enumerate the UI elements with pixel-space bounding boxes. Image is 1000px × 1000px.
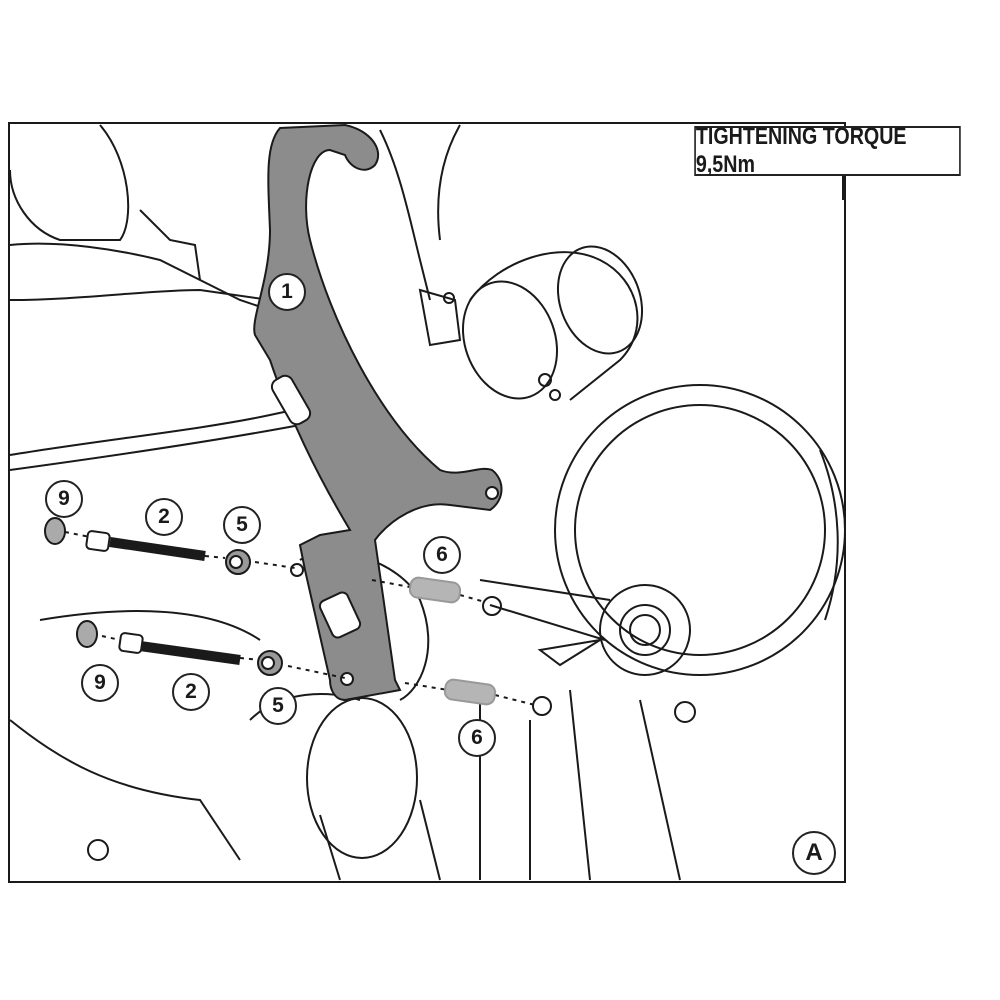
cap-9-top	[44, 517, 66, 545]
callout-part-9: 9	[45, 480, 83, 518]
callout-part-6: 6	[458, 719, 496, 757]
callout-part-5: 5	[259, 687, 297, 725]
callout-part-2: 2	[172, 673, 210, 711]
callout-part-9: 9	[81, 664, 119, 702]
bracket-part	[253, 123, 503, 702]
spacer-6-top	[408, 576, 462, 604]
callout-part-1: 1	[268, 273, 306, 311]
hardware	[44, 517, 536, 706]
view-label: A	[792, 831, 836, 875]
callout-part-5: 5	[223, 506, 261, 544]
callout-part-2: 2	[145, 498, 183, 536]
cap-9-bottom	[76, 620, 98, 648]
bolt-2-bottom	[139, 641, 241, 665]
bolt-2-top	[109, 537, 206, 561]
tightening-torque-label: TIGHTENING TORQUE 9,5Nm	[694, 123, 961, 178]
motorcycle-outline	[8, 122, 846, 883]
spacer-6-bottom	[443, 678, 497, 706]
frame-border	[8, 122, 846, 883]
callout-part-6: 6	[423, 536, 461, 574]
